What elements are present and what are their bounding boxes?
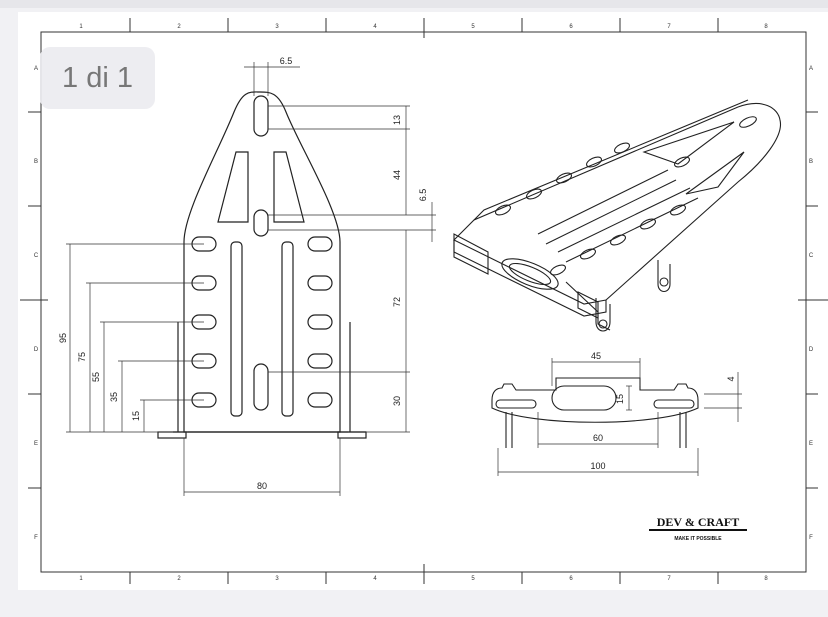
page-indicator: 1 di 1 [40, 47, 155, 109]
top-slot [253, 95, 269, 137]
col-label-top: 7 [667, 24, 671, 30]
dim-spacing-small: 6.5 [418, 189, 428, 202]
long-slot-right [281, 241, 294, 417]
dim-h95: 95 [58, 333, 68, 343]
col-label-bottom: 4 [373, 576, 377, 582]
dim-h55: 55 [91, 372, 101, 382]
iso-plate-top [453, 102, 782, 305]
long-slot-left [230, 241, 243, 417]
row-label-right: B [809, 159, 813, 165]
brand-tagline: MAKE IT POSSIBLE [674, 536, 722, 542]
col-label-top: 1 [79, 24, 83, 30]
row-label-right: C [809, 253, 814, 259]
col-label-top: 2 [177, 24, 181, 30]
col-label-bottom: 1 [79, 576, 83, 582]
iso-triangle-1 [642, 121, 735, 165]
triangle-cutout-left [217, 151, 249, 223]
row-label-left: F [34, 535, 38, 541]
row-label-right: D [809, 347, 814, 353]
iso-end-tab [453, 233, 489, 275]
viewer-bottom-bar [0, 592, 828, 617]
col-label-bottom: 3 [275, 576, 279, 582]
dim-h75: 75 [77, 352, 87, 362]
mid-slot [253, 209, 269, 237]
col-label-bottom: 7 [667, 576, 671, 582]
col-label-bottom: 6 [569, 576, 573, 582]
dim-side-inner-width: 60 [593, 433, 603, 443]
dim-side-thickness: 4 [726, 376, 736, 381]
dim-spacing-middle: 72 [392, 297, 402, 307]
front-view-outline [183, 91, 341, 433]
triangle-cutout-right [273, 151, 305, 223]
col-label-top: 8 [764, 24, 768, 30]
col-label-top: 6 [569, 24, 573, 30]
isometric-view [453, 99, 782, 332]
dim-h15: 15 [131, 411, 141, 421]
front-view [157, 91, 367, 439]
iso-front-slot [501, 258, 559, 290]
col-label-bottom: 2 [177, 576, 181, 582]
col-label-top: 3 [275, 24, 279, 30]
front-view-dimensions [66, 62, 436, 496]
dim-side-slot-width: 45 [591, 351, 601, 361]
col-label-top: 5 [471, 24, 475, 30]
row-label-right: E [809, 441, 813, 447]
row-label-left: C [34, 253, 39, 259]
bottom-slot [253, 363, 269, 411]
row-label-left: E [34, 441, 38, 447]
dim-spacing-upper: 44 [392, 170, 402, 180]
row-label-right: A [809, 66, 813, 72]
viewer-top-bar [0, 0, 828, 8]
drawing-frame [40, 31, 807, 573]
brand-logo: DEV & CRAFT MAKE IT POSSIBLE [649, 515, 747, 542]
side-view-dimensions [497, 358, 742, 476]
brand-name: DEV & CRAFT [657, 515, 739, 529]
side-view-slot [551, 385, 617, 411]
row-label-left: B [34, 159, 38, 165]
iso-triangle-2 [685, 151, 745, 195]
dim-side-slot-height: 15 [615, 394, 625, 404]
row-label-left: D [34, 347, 39, 353]
dim-width: 80 [257, 481, 267, 491]
col-label-top: 4 [373, 24, 377, 30]
side-view-body [491, 377, 699, 423]
iso-long-slot-1 [537, 169, 677, 245]
dim-spacing-lower: 30 [392, 396, 402, 406]
dim-side-outer-width: 100 [590, 461, 605, 471]
dim-top-width: 6.5 [280, 56, 293, 66]
row-label-left: A [34, 66, 38, 72]
side-view [491, 377, 699, 448]
drawing-sheet: 1 2 3 4 5 6 7 8 1 2 3 4 5 6 7 8 A B C D … [18, 12, 828, 590]
iso-long-slot-2 [557, 187, 699, 263]
col-label-bottom: 8 [764, 576, 768, 582]
grid-ticks [20, 18, 828, 584]
technical-drawing: 1 2 3 4 5 6 7 8 1 2 3 4 5 6 7 8 A B C D … [20, 18, 828, 584]
dim-h35: 35 [109, 392, 119, 402]
col-label-bottom: 5 [471, 576, 475, 582]
dim-slot-height: 13 [392, 115, 402, 125]
row-label-right: F [809, 535, 813, 541]
